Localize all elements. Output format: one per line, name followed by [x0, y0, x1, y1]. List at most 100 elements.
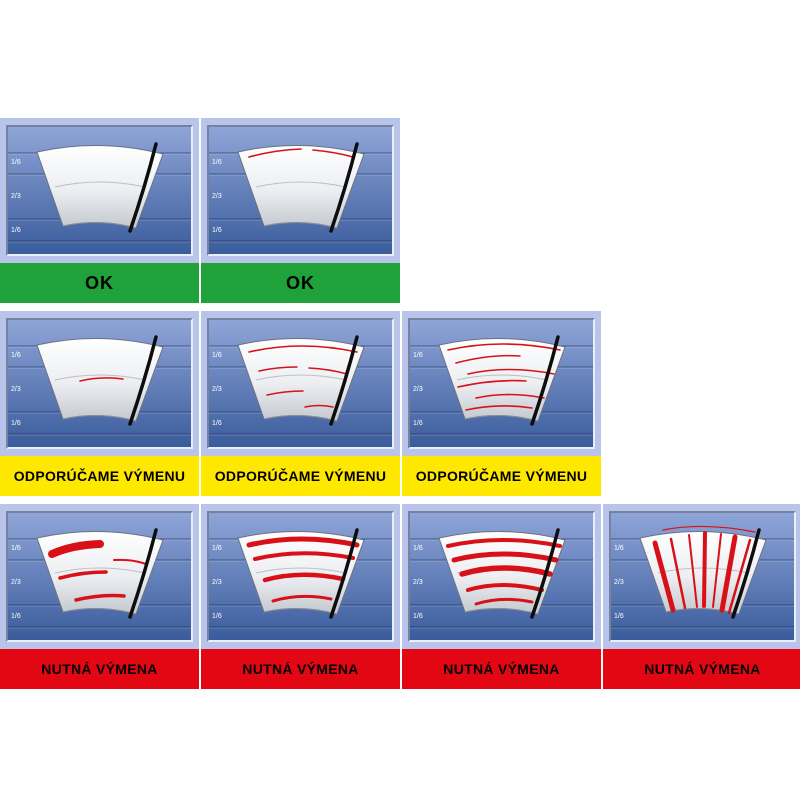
scale-label: 1/6	[212, 613, 222, 620]
scale-label: 1/6	[212, 545, 222, 552]
scale-label: 1/6	[614, 613, 624, 620]
status-bar-required: NUTNÁ VÝMENA	[0, 649, 199, 689]
wear-streaks	[48, 540, 147, 602]
windshield-panel: 1/6 2/3 1/6	[201, 504, 400, 649]
wear-streaks	[248, 148, 354, 158]
wear-streaks	[447, 343, 561, 411]
windshield-panel: 1/6 2/3 1/6	[402, 311, 601, 456]
scale-label: 2/3	[413, 579, 423, 586]
status-text: OK	[286, 272, 315, 293]
status-bar-recommend: ODPORÚČAME VÝMENU	[201, 456, 400, 496]
scale-label: 1/6	[413, 352, 423, 359]
scale-label: 1/6	[413, 545, 423, 552]
windshield-frame: 1/6 2/3 1/6	[408, 511, 595, 642]
wiper-blade-icon	[329, 142, 359, 233]
scale-label: 1/6	[11, 352, 21, 359]
status-text: ODPORÚČAME VÝMENU	[13, 468, 186, 484]
wiper-test-illustration: 1/6 2/3 1/6	[209, 513, 392, 640]
wiper-test-illustration: 1/6 2/3 1/6	[611, 513, 794, 640]
windshield-frame: 1/6 2/3 1/6	[609, 511, 796, 642]
wear-streaks	[248, 345, 358, 408]
status-bar-ok: OK	[0, 263, 199, 303]
scale-label: 2/3	[212, 579, 222, 586]
windshield-frame: 1/6 2/3 1/6	[6, 511, 193, 642]
scale-label: 1/6	[212, 352, 222, 359]
scale-label: 1/6	[413, 613, 423, 620]
wiper-blade-icon	[329, 335, 359, 426]
wiper-test-illustration: 1/6 2/3 1/6	[8, 513, 191, 640]
wiper-blade-icon	[128, 142, 158, 233]
scale-label: 1/6	[11, 545, 21, 552]
windshield-frame: 1/6 2/3 1/6	[207, 125, 394, 256]
windshield-panel: 1/6 2/3 1/6	[402, 504, 601, 649]
windshield-frame: 1/6 2/3 1/6	[6, 318, 193, 449]
scale-label: 1/6	[212, 227, 222, 234]
status-text: ODPORÚČAME VÝMENU	[214, 468, 387, 484]
scale-label: 2/3	[212, 386, 222, 393]
status-bar-recommend: ODPORÚČAME VÝMENU	[0, 456, 199, 496]
windshield-frame: 1/6 2/3 1/6	[6, 125, 193, 256]
scale-label: 1/6	[11, 227, 21, 234]
windshield-frame: 1/6 2/3 1/6	[408, 318, 595, 449]
scale-label: 1/6	[11, 159, 21, 166]
windshield-panel: 1/6 2/3 1/6	[201, 311, 400, 456]
windshield-frame: 1/6 2/3 1/6	[207, 318, 394, 449]
windshield-panel: 1/6 2/3 1/6	[0, 311, 199, 456]
windshield-panel: 1/6 2/3 1/6	[201, 118, 400, 263]
wiper-test-illustration: 1/6 2/3 1/6	[410, 320, 593, 447]
scale-label: 2/3	[11, 193, 21, 200]
scale-label: 1/6	[11, 613, 21, 620]
windshield-panel: 1/6 2/3 1/6	[603, 504, 800, 649]
wear-streaks	[652, 525, 756, 615]
wiper-test-illustration: 1/6 2/3 1/6	[209, 127, 392, 254]
windshield-panel: 1/6 2/3 1/6	[0, 504, 199, 649]
wiper-blade-icon	[128, 335, 158, 426]
wiper-test-illustration: 1/6 2/3 1/6	[410, 513, 593, 640]
wear-streaks	[79, 377, 124, 382]
scale-label: 2/3	[212, 193, 222, 200]
status-text: ODPORÚČAME VÝMENU	[415, 468, 588, 484]
wiper-test-illustration: 1/6 2/3 1/6	[209, 320, 392, 447]
status-text: NUTNÁ VÝMENA	[644, 661, 761, 677]
wiper-test-illustration: 1/6 2/3 1/6	[8, 127, 191, 254]
scale-label: 1/6	[614, 545, 624, 552]
wiper-blade-icon	[530, 528, 560, 619]
status-text: NUTNÁ VÝMENA	[41, 661, 158, 677]
status-text: NUTNÁ VÝMENA	[242, 661, 359, 677]
scale-label: 2/3	[614, 579, 624, 586]
windshield-panel: 1/6 2/3 1/6	[0, 118, 199, 263]
scale-label: 1/6	[11, 420, 21, 427]
windshield-frame: 1/6 2/3 1/6	[207, 511, 394, 642]
wiper-blade-icon	[128, 528, 158, 619]
scale-label: 1/6	[212, 159, 222, 166]
status-bar-ok: OK	[201, 263, 400, 303]
wiper-blade-icon	[731, 528, 761, 619]
status-bar-recommend: ODPORÚČAME VÝMENU	[402, 456, 601, 496]
status-bar-required: NUTNÁ VÝMENA	[402, 649, 601, 689]
status-text: NUTNÁ VÝMENA	[443, 661, 560, 677]
scale-label: 2/3	[11, 579, 21, 586]
status-text: OK	[85, 272, 114, 293]
wear-streaks	[446, 538, 562, 606]
scale-label: 1/6	[413, 420, 423, 427]
scale-label: 2/3	[11, 386, 21, 393]
scale-label: 2/3	[413, 386, 423, 393]
status-bar-required: NUTNÁ VÝMENA	[201, 649, 400, 689]
wiper-test-illustration: 1/6 2/3 1/6	[8, 320, 191, 447]
wiper-blade-icon	[530, 335, 560, 426]
scale-label: 1/6	[212, 420, 222, 427]
